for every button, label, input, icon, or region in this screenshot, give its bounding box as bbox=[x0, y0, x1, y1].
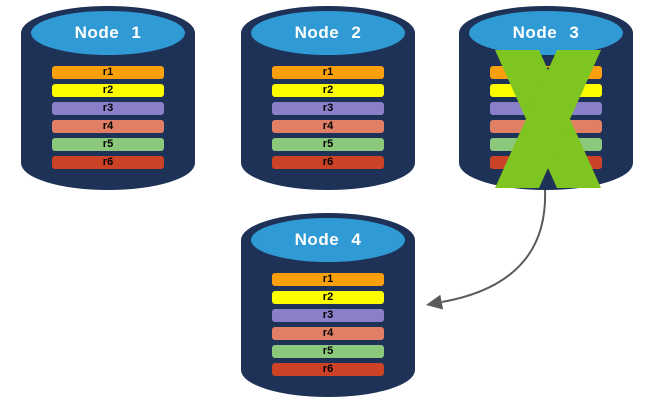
record-r3: r3 bbox=[52, 102, 164, 115]
cylinder-top bbox=[31, 11, 185, 55]
record-r2: r2 bbox=[272, 84, 384, 97]
cross-stroke bbox=[495, 50, 601, 188]
node-label: Node 1 bbox=[74, 23, 142, 42]
record-r1: r1 bbox=[52, 66, 164, 79]
node-4: Node 4 r1 r2 r3 r4 r5 r6 bbox=[241, 212, 415, 398]
arrowhead-icon bbox=[426, 294, 444, 310]
node-3: Node 3 r1 r2 r3 r4 r5 r6 bbox=[459, 5, 633, 191]
arrow-curve bbox=[441, 189, 547, 303]
record-r4: r4 bbox=[52, 120, 164, 133]
record-r3: r3 bbox=[272, 309, 384, 322]
record-r1: r1 bbox=[272, 66, 384, 79]
record-r2: r2 bbox=[52, 84, 164, 97]
record-list: r1 r2 r3 r4 r5 r6 bbox=[52, 66, 164, 174]
node-1: Node 1 r1 r2 r3 r4 r5 r6 bbox=[21, 5, 195, 191]
cylinder-top bbox=[251, 11, 405, 55]
cylinder-top bbox=[469, 11, 623, 55]
record-list: r1 r2 r3 r4 r5 r6 bbox=[272, 66, 384, 174]
record-r1: r1 bbox=[272, 273, 384, 286]
record-r3: r3 bbox=[272, 102, 384, 115]
cylinder-top bbox=[251, 218, 405, 262]
node-label: Node 2 bbox=[294, 23, 362, 42]
record-r5: r5 bbox=[52, 138, 164, 151]
record-r5: r5 bbox=[272, 345, 384, 358]
record-list: r1 r2 r3 r4 r5 r6 bbox=[272, 273, 384, 381]
failure-cross-icon bbox=[495, 50, 601, 188]
node-2: Node 2 r1 r2 r3 r4 r5 r6 bbox=[241, 5, 415, 191]
node-label: Node 3 bbox=[512, 23, 580, 42]
record-r4: r4 bbox=[272, 327, 384, 340]
node-label: Node 4 bbox=[294, 230, 362, 249]
record-r4: r4 bbox=[272, 120, 384, 133]
record-r2: r2 bbox=[272, 291, 384, 304]
record-r6: r6 bbox=[272, 363, 384, 376]
database-cylinder-icon bbox=[21, 6, 195, 190]
record-r6: r6 bbox=[272, 156, 384, 169]
record-r5: r5 bbox=[272, 138, 384, 151]
record-r6: r6 bbox=[52, 156, 164, 169]
